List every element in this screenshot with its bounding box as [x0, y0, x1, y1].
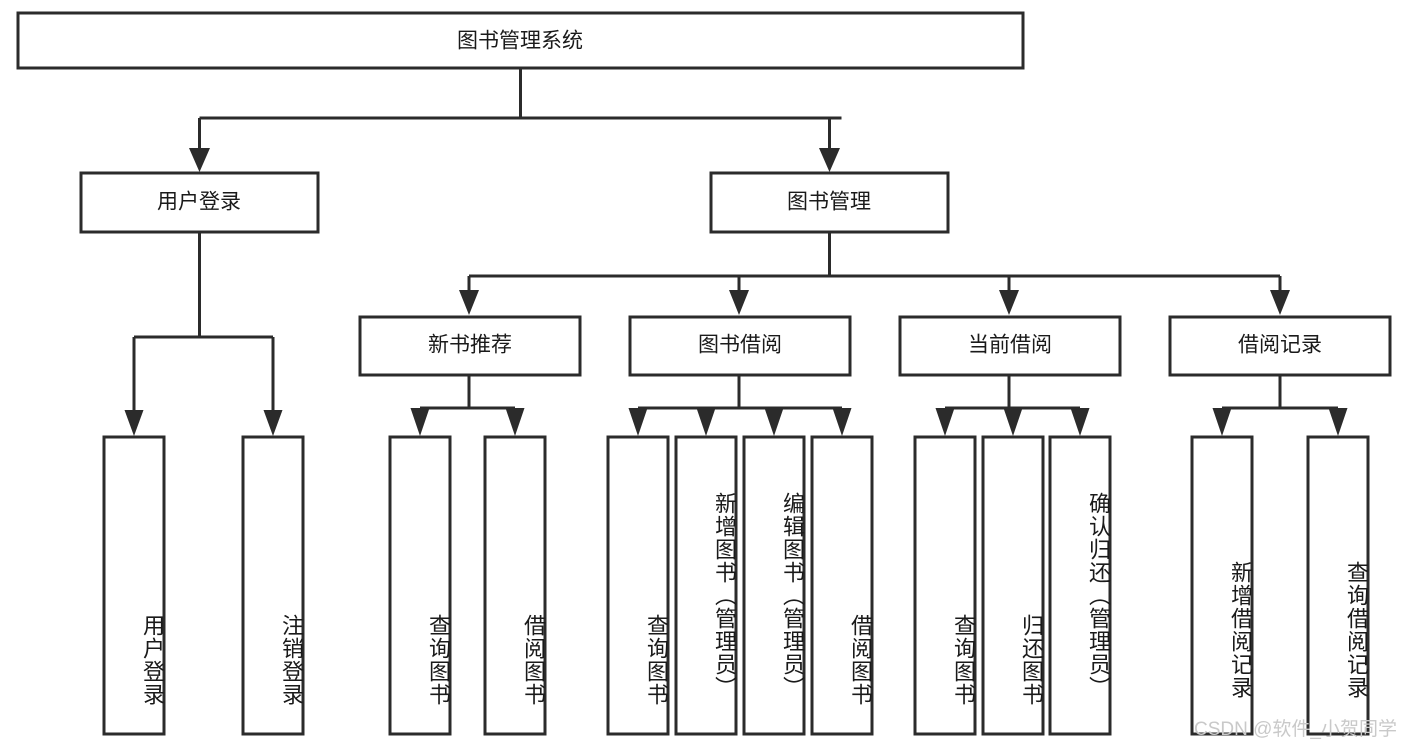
- leaf-box-new-book-2[interactable]: [483, 435, 547, 736]
- leaf-box-book-borrow-1[interactable]: [606, 435, 670, 736]
- node-borrow-record-label: 借阅记录: [1238, 334, 1322, 357]
- node-new-book-recommend-box[interactable]: [358, 315, 582, 377]
- arrow-head-bb-leaf-1: [628, 408, 648, 436]
- node-book-management[interactable]: 图书管理: [709, 171, 950, 234]
- arrow-head-ul-leaf-2: [263, 410, 283, 436]
- leaf-box-book-borrow-4[interactable]: [810, 435, 874, 736]
- arrow-head-book-borrow: [729, 290, 749, 315]
- node-root-label: 图书管理系统: [457, 30, 583, 53]
- arrow-head-cb-leaf-3: [1070, 408, 1090, 436]
- node-current-borrow-box[interactable]: [898, 315, 1122, 377]
- arrow-head-cb-leaf-1: [935, 408, 955, 436]
- leaf-box-borrow-record-1[interactable]: [1190, 435, 1254, 736]
- arrow-head-borrow-record: [1270, 290, 1290, 315]
- node-book-management-label: 图书管理: [787, 191, 871, 214]
- arrow-head-cb-leaf-2: [1003, 408, 1023, 436]
- node-borrow-record-box[interactable]: [1168, 315, 1392, 377]
- node-current-borrow-label: 当前借阅: [968, 334, 1052, 357]
- node-root[interactable]: 图书管理系统: [16, 11, 1025, 70]
- arrow-head-book-mgmt: [819, 148, 840, 172]
- csdn-watermark: CSDN @软件_小贺同学: [1194, 719, 1397, 740]
- connector-layer: [124, 68, 1348, 436]
- node-root-box[interactable]: [16, 11, 1025, 70]
- arrow-head-br-leaf-2: [1328, 408, 1348, 436]
- node-user-login-label: 用户登录: [157, 191, 241, 214]
- node-borrow-record[interactable]: 借阅记录: [1168, 315, 1392, 377]
- leaf-box-current-borrow-2[interactable]: [981, 435, 1045, 736]
- leaf-box-user-login-1[interactable]: [102, 435, 166, 736]
- node-new-book-recommend-label: 新书推荐: [428, 334, 512, 357]
- leaf-box-new-book-1[interactable]: [388, 435, 452, 736]
- leaf-box-book-borrow-2[interactable]: [674, 435, 738, 736]
- arrow-head-bb-leaf-2: [696, 408, 716, 436]
- node-user-login[interactable]: 用户登录: [79, 171, 320, 234]
- arrow-head-nbr-leaf-1: [410, 408, 430, 436]
- arrow-head-bb-leaf-4: [832, 408, 852, 436]
- node-book-borrow[interactable]: 图书借阅: [628, 315, 852, 377]
- node-book-borrow-label: 图书借阅: [698, 334, 782, 357]
- leaf-box-borrow-record-2[interactable]: [1306, 435, 1370, 736]
- leaf-box-current-borrow-3[interactable]: [1048, 435, 1112, 736]
- node-current-borrow[interactable]: 当前借阅: [898, 315, 1122, 377]
- arrow-head-current-borrow: [999, 290, 1019, 315]
- arrow-head-bb-leaf-3: [764, 408, 784, 436]
- node-new-book-recommend[interactable]: 新书推荐: [358, 315, 582, 377]
- arrow-head-br-leaf-1: [1212, 408, 1232, 436]
- leaf-box-current-borrow-1[interactable]: [913, 435, 977, 736]
- leaf-box-user-login-2[interactable]: [241, 435, 305, 736]
- arrow-head-ul-leaf-1: [124, 410, 144, 436]
- node-book-management-box[interactable]: [709, 171, 950, 234]
- arrow-head-user-login: [189, 148, 210, 172]
- leaf-box-book-borrow-3[interactable]: [742, 435, 806, 736]
- node-book-borrow-box[interactable]: [628, 315, 852, 377]
- arrow-head-new-book: [459, 290, 479, 315]
- node-user-login-box[interactable]: [79, 171, 320, 234]
- arrow-head-nbr-leaf-2: [505, 408, 525, 436]
